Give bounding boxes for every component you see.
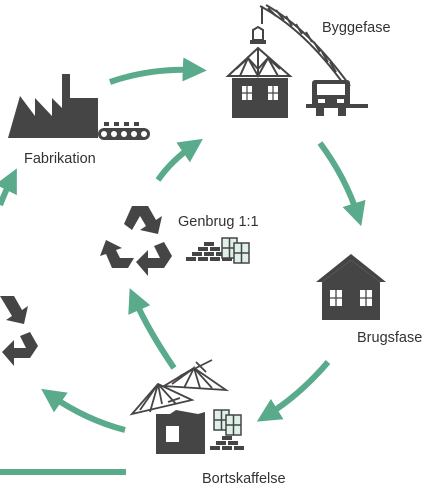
roof-truss-icon — [129, 359, 230, 416]
arrow-construction-to-use — [317, 141, 366, 227]
house-icon — [316, 254, 386, 320]
truck-icon — [306, 80, 368, 116]
cycle-arrows — [0, 57, 366, 475]
crane-icon — [259, 4, 351, 87]
arrow-production-to-construction — [109, 57, 207, 85]
label-disposal: Bortskaffelse — [202, 471, 286, 487]
label-reuse: Genbrug 1:1 — [178, 214, 259, 230]
recycle-icon — [0, 296, 38, 366]
ruined-house-icon — [156, 410, 205, 454]
label-construction: Byggefase — [322, 20, 391, 36]
bricks-icon — [186, 242, 232, 261]
arrow-disposal-to-reuse — [128, 288, 177, 370]
arrow-disposal-to-recycling — [41, 388, 126, 433]
label-use: Brugsfase — [357, 330, 423, 346]
recycle-icon — [100, 206, 172, 276]
label-production: Fabrikation — [24, 151, 96, 167]
arrow-reuse-to-construction — [155, 138, 203, 182]
house-frame-icon — [225, 25, 293, 118]
arrow-into-production — [0, 168, 17, 207]
window-icon — [213, 409, 242, 436]
arrow-use-to-disposal — [256, 360, 331, 422]
window-icon — [221, 237, 250, 264]
conveyor-belt-icon — [98, 122, 150, 140]
factory-icon — [8, 74, 98, 138]
bricks-icon — [210, 436, 244, 450]
